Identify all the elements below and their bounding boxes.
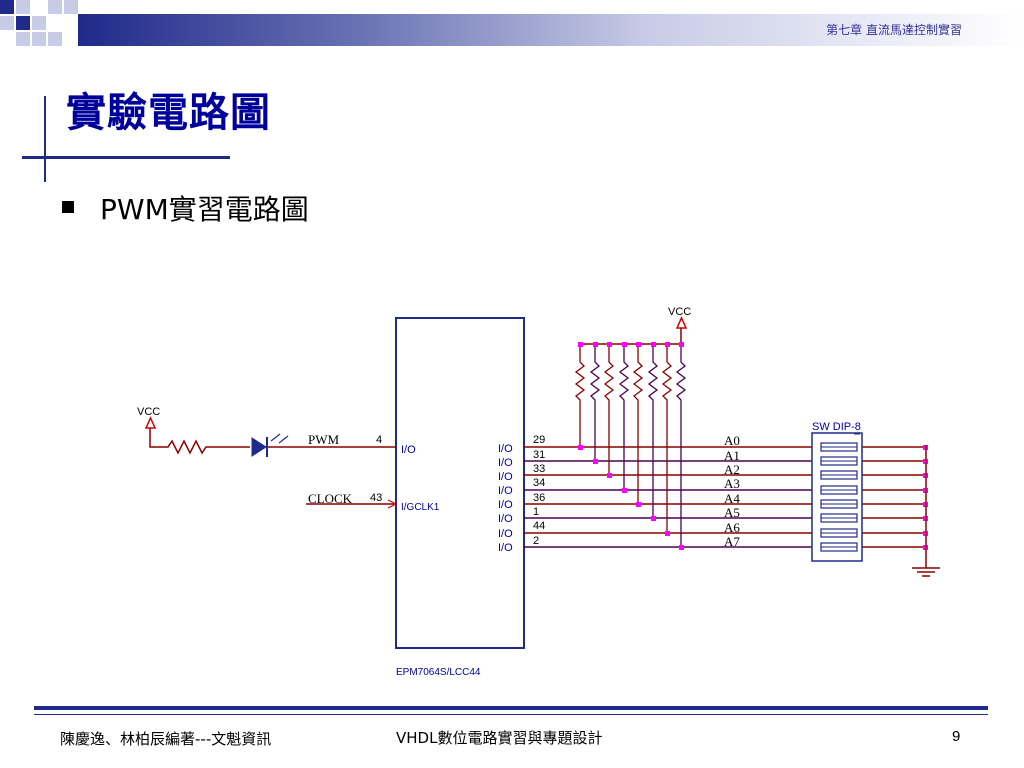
bus-junction [651,516,656,521]
clock-pin: 43 [370,492,382,504]
pin-number-1: 31 [533,449,545,461]
chapter-label: 第七章 直流馬達控制實習 [826,23,962,37]
pin-number-7: 2 [533,535,539,547]
footer-rule-thick [34,706,988,710]
bus-wires [524,445,928,550]
title-vertical-rule [44,96,46,182]
vcc-top-symbol [675,316,688,329]
chip-gclk-label: I/GCLK1 [401,502,440,513]
led-light-arrow [270,433,281,442]
dip-switch-body [811,432,863,562]
chip-name: EPM7064S/LCC44 [396,667,481,678]
led-symbol [251,437,267,457]
pull-up-resistor-array [574,328,687,550]
footer-author: 陳慶逸、林柏辰編著---文魁資訊 [60,730,272,748]
pin-number-0: 29 [533,434,545,446]
deco-square [32,16,46,30]
bus-junction [607,473,612,478]
slide-title: 實驗電路圖 [66,89,271,136]
pin-number-3: 34 [533,477,545,489]
cpld-chip-body [395,317,525,649]
bus-junction [622,488,627,493]
led-resistor-wire [149,428,250,455]
corner-squares-decoration [0,0,90,60]
chip-io-right-2: I/O [498,471,513,483]
pin-number-4: 36 [533,492,545,504]
footer-rule-thin [34,714,988,715]
dip-switch-label: SW DIP-8 [812,421,861,433]
clock-arrow [387,499,398,509]
net-label-6: A6 [724,520,740,535]
net-label-2: A2 [724,462,740,477]
chip-io-right-5: I/O [498,513,513,525]
vcc-junction [665,342,670,347]
led-light-arrow [278,435,289,444]
net-label-5: A5 [724,505,740,520]
header-gradient-bar [78,14,1024,46]
vcc-top-label: VCC [668,306,691,318]
deco-square [48,16,62,30]
pull-up-resistor [675,347,687,547]
bus-junction [593,459,598,464]
pwm-label: PWM [308,432,340,447]
vcc-junction [593,342,598,347]
pull-up-resistor [647,347,659,518]
pull-up-resistor [661,347,673,533]
bus-junction [578,445,583,450]
chip-io-right-3: I/O [498,485,513,497]
pin-number-2: 33 [533,463,545,475]
chip-io-right-6: I/O [498,528,513,540]
deco-square [32,0,46,14]
vcc-junction [578,342,583,347]
pull-up-resistor [603,347,615,475]
net-label-1: A1 [724,448,740,463]
net-label-3: A3 [724,476,740,491]
vcc-junction [622,342,627,347]
chip-io-right-1: I/O [498,457,513,469]
deco-square [64,0,78,14]
bus-junction [636,502,641,507]
deco-square [32,32,46,46]
chip-io-right-7: I/O [498,542,513,554]
vcc-left-symbol [144,416,157,429]
vcc-junction [679,342,684,347]
pull-up-resistor [574,347,586,447]
vcc-junction [651,342,656,347]
deco-square [0,16,14,30]
deco-square [48,32,62,46]
net-label-4: A4 [724,491,740,506]
deco-square [0,0,14,14]
pin-number-5: 1 [533,506,539,518]
net-label-7: A7 [724,534,740,549]
vcc-junction [607,342,612,347]
deco-square [48,0,62,14]
bullet-marker [62,201,74,213]
vcc-junction [636,342,641,347]
footer-book-title: VHDL數位電路實習與專題設計 [396,729,603,747]
title-horizontal-rule [22,156,230,159]
pull-up-resistor [632,347,644,504]
dip-switch-positions [820,442,858,552]
deco-square [16,0,30,14]
pwm-pin: 4 [376,434,382,446]
net-label-0: A0 [724,433,740,448]
bullet-text: PWM實習電路圖 [100,193,309,226]
pull-up-resistor [589,347,601,461]
bus-junction [665,531,670,536]
page-number: 9 [952,728,961,745]
pin-number-6: 44 [533,520,545,532]
deco-square [16,32,30,46]
chip-io-right-4: I/O [498,499,513,511]
pull-up-resistor [618,347,630,490]
chip-io-right-0: I/O [498,443,513,455]
deco-square [16,16,30,30]
vcc-left-label: VCC [137,406,160,418]
clock-label: CLOCK [308,491,353,506]
bus-junction [679,545,684,550]
chip-io-left: I/O [401,444,416,456]
